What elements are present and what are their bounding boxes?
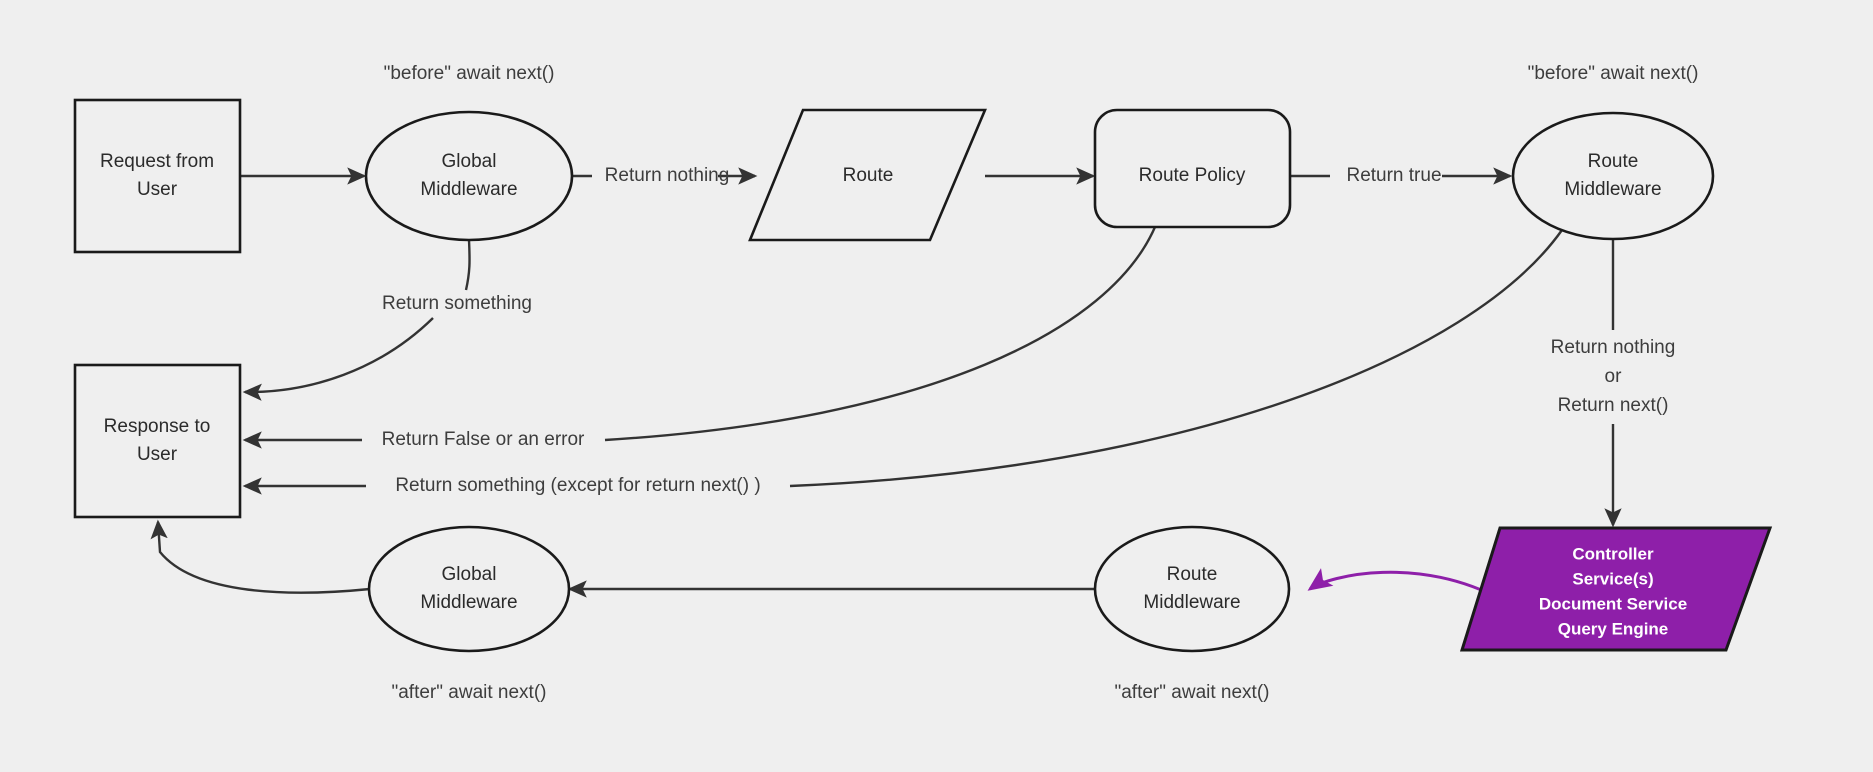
route-policy-label: Route Policy bbox=[1139, 165, 1246, 186]
edge-controller-to-route-middleware-bottom bbox=[1307, 568, 1503, 602]
global-middleware-top-label-line1: Global bbox=[442, 151, 497, 172]
edge-global-middleware-return-something-to-response bbox=[242, 317, 434, 401]
node-route-policy[interactable]: Route Policy bbox=[1093, 108, 1292, 229]
route-label: Route bbox=[843, 165, 894, 186]
edge-label-return-false-or-error: Return False or an error bbox=[382, 429, 585, 450]
node-global-middleware-bottom[interactable]: Global Middleware bbox=[367, 525, 571, 653]
global-middleware-top-shape bbox=[364, 110, 574, 242]
global-middleware-top-label-line2: Middleware bbox=[420, 179, 517, 200]
node-request-from-user[interactable]: Request from User bbox=[73, 98, 242, 254]
edge-global-middleware-bottom-to-response bbox=[150, 519, 371, 594]
request-from-user-label-line1: Request from bbox=[100, 151, 214, 172]
edge-label-return-true: Return true bbox=[1346, 165, 1441, 186]
node-response-to-user[interactable]: Response to User bbox=[73, 363, 242, 519]
global-middleware-bottom-shape bbox=[367, 525, 571, 653]
node-controller-services[interactable]: Controller Service(s) Document Service Q… bbox=[1459, 526, 1773, 652]
route-middleware-top-shape bbox=[1511, 111, 1715, 241]
edge-label-return-nothing-or-next-line1: Return nothing bbox=[1551, 337, 1676, 358]
controller-services-label-line3: Document Service bbox=[1539, 594, 1687, 613]
controller-services-shape bbox=[1459, 526, 1773, 652]
request-from-user-label-line2: User bbox=[137, 179, 178, 200]
route-policy-shape bbox=[1093, 108, 1292, 229]
annotation-before-await-next-route: "before" await next() bbox=[1528, 63, 1699, 84]
edge-label-return-something-except-next: Return something (except for return next… bbox=[395, 475, 760, 496]
route-middleware-top-label-line1: Route bbox=[1588, 151, 1639, 172]
node-route-middleware-bottom[interactable]: Route Middleware bbox=[1093, 525, 1291, 653]
edge-route-middleware-return-something-curve bbox=[789, 229, 1563, 488]
annotation-before-await-next-global: "before" await next() bbox=[384, 63, 555, 84]
route-middleware-bottom-label-line2: Middleware bbox=[1143, 592, 1240, 613]
edge-label-return-nothing: Return nothing bbox=[605, 165, 730, 186]
edge-label-return-something: Return something bbox=[382, 293, 532, 314]
route-middleware-bottom-label-line1: Route bbox=[1167, 564, 1218, 585]
node-route-middleware-top[interactable]: Route Middleware bbox=[1511, 111, 1715, 241]
global-middleware-bottom-label-line2: Middleware bbox=[420, 592, 517, 613]
route-shape bbox=[748, 108, 987, 242]
edge-route-policy-return-false-curve bbox=[604, 226, 1157, 442]
node-global-middleware-top[interactable]: Global Middleware bbox=[364, 110, 574, 242]
controller-services-label-line1: Controller bbox=[1572, 544, 1654, 563]
annotation-after-await-next-route: "after" await next() bbox=[1115, 682, 1270, 703]
edge-label-return-nothing-or-next-line3: Return next() bbox=[1558, 395, 1669, 416]
route-middleware-bottom-shape bbox=[1093, 525, 1291, 653]
response-to-user-label-line2: User bbox=[137, 444, 178, 465]
route-middleware-top-label-line2: Middleware bbox=[1564, 179, 1661, 200]
request-from-user-shape bbox=[73, 98, 242, 254]
edge-global-middleware-return-something-stub-top bbox=[464, 239, 471, 291]
controller-services-label-line4: Query Engine bbox=[1558, 619, 1669, 638]
node-route[interactable]: Route bbox=[748, 108, 987, 242]
annotation-after-await-next-global: "after" await next() bbox=[392, 682, 547, 703]
edge-label-return-nothing-or-next-line2: or bbox=[1605, 366, 1623, 387]
global-middleware-bottom-label-line1: Global bbox=[442, 564, 497, 585]
controller-services-label-line2: Service(s) bbox=[1572, 569, 1653, 588]
response-to-user-label-line1: Response to bbox=[104, 416, 211, 437]
response-to-user-shape bbox=[73, 363, 242, 519]
